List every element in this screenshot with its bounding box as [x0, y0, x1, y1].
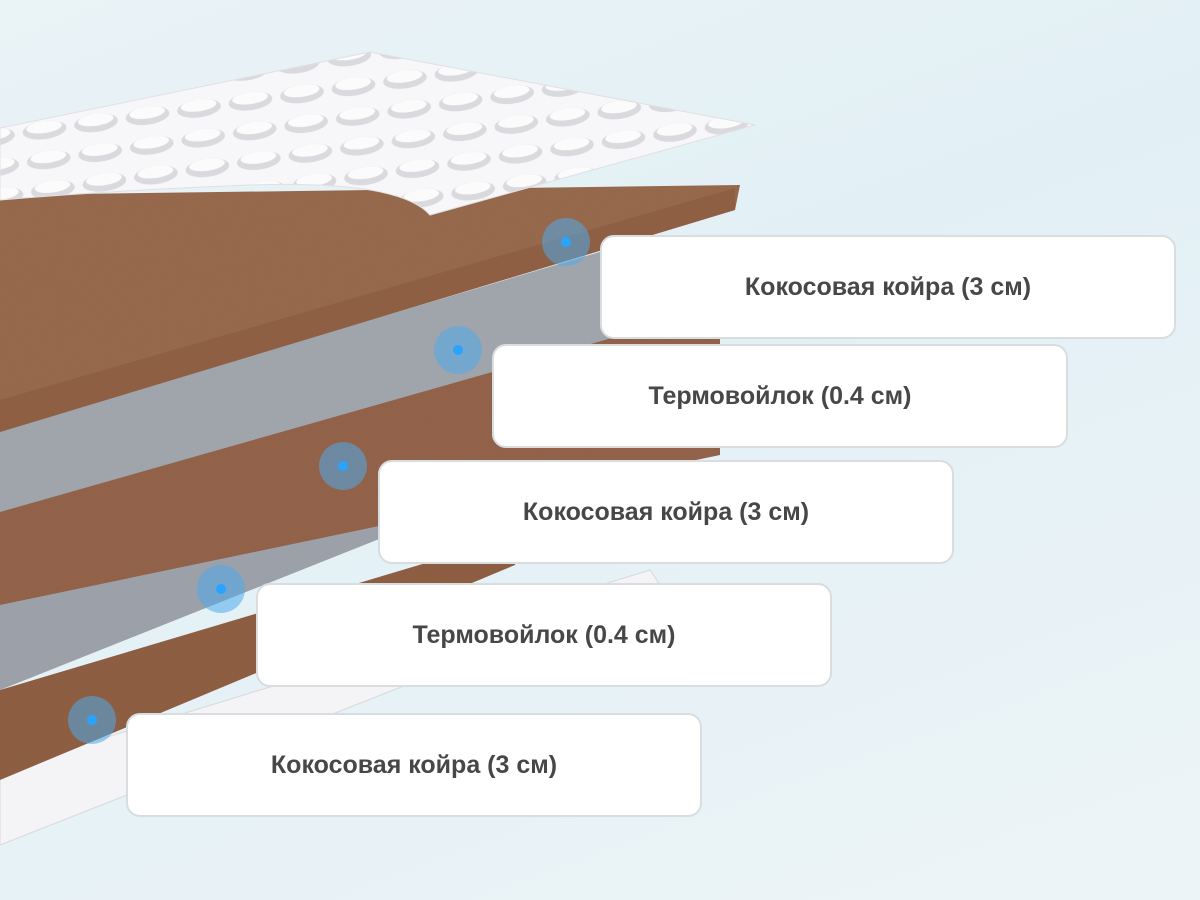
- layer-label-5: Кокосовая койра (3 см): [126, 713, 702, 817]
- layer-label-text: Кокосовая койра (3 см): [744, 272, 1032, 301]
- layer-label-text: Кокосовая койра (3 см): [270, 750, 558, 779]
- layer-label-text: Кокосовая койра (3 см): [522, 497, 810, 526]
- layer-marker-5: [68, 696, 116, 744]
- layer-label-2: Термовойлок (0.4 см): [492, 344, 1068, 448]
- layer-marker-2: [434, 326, 482, 374]
- layer-marker-1: [542, 218, 590, 266]
- layer-label-text: Термовойлок (0.4 см): [648, 381, 912, 410]
- quilted-top-cover: [0, 51, 756, 216]
- layer-label-3: Кокосовая койра (3 см): [378, 460, 954, 564]
- layer-label-text: Термовойлок (0.4 см): [412, 620, 676, 649]
- layer-marker-3: [319, 442, 367, 490]
- layer-label-1: Кокосовая койра (3 см): [600, 235, 1176, 339]
- layer-label-4: Термовойлок (0.4 см): [256, 583, 832, 687]
- felt-layer-upper: [0, 240, 640, 512]
- layer-marker-4: [197, 565, 245, 613]
